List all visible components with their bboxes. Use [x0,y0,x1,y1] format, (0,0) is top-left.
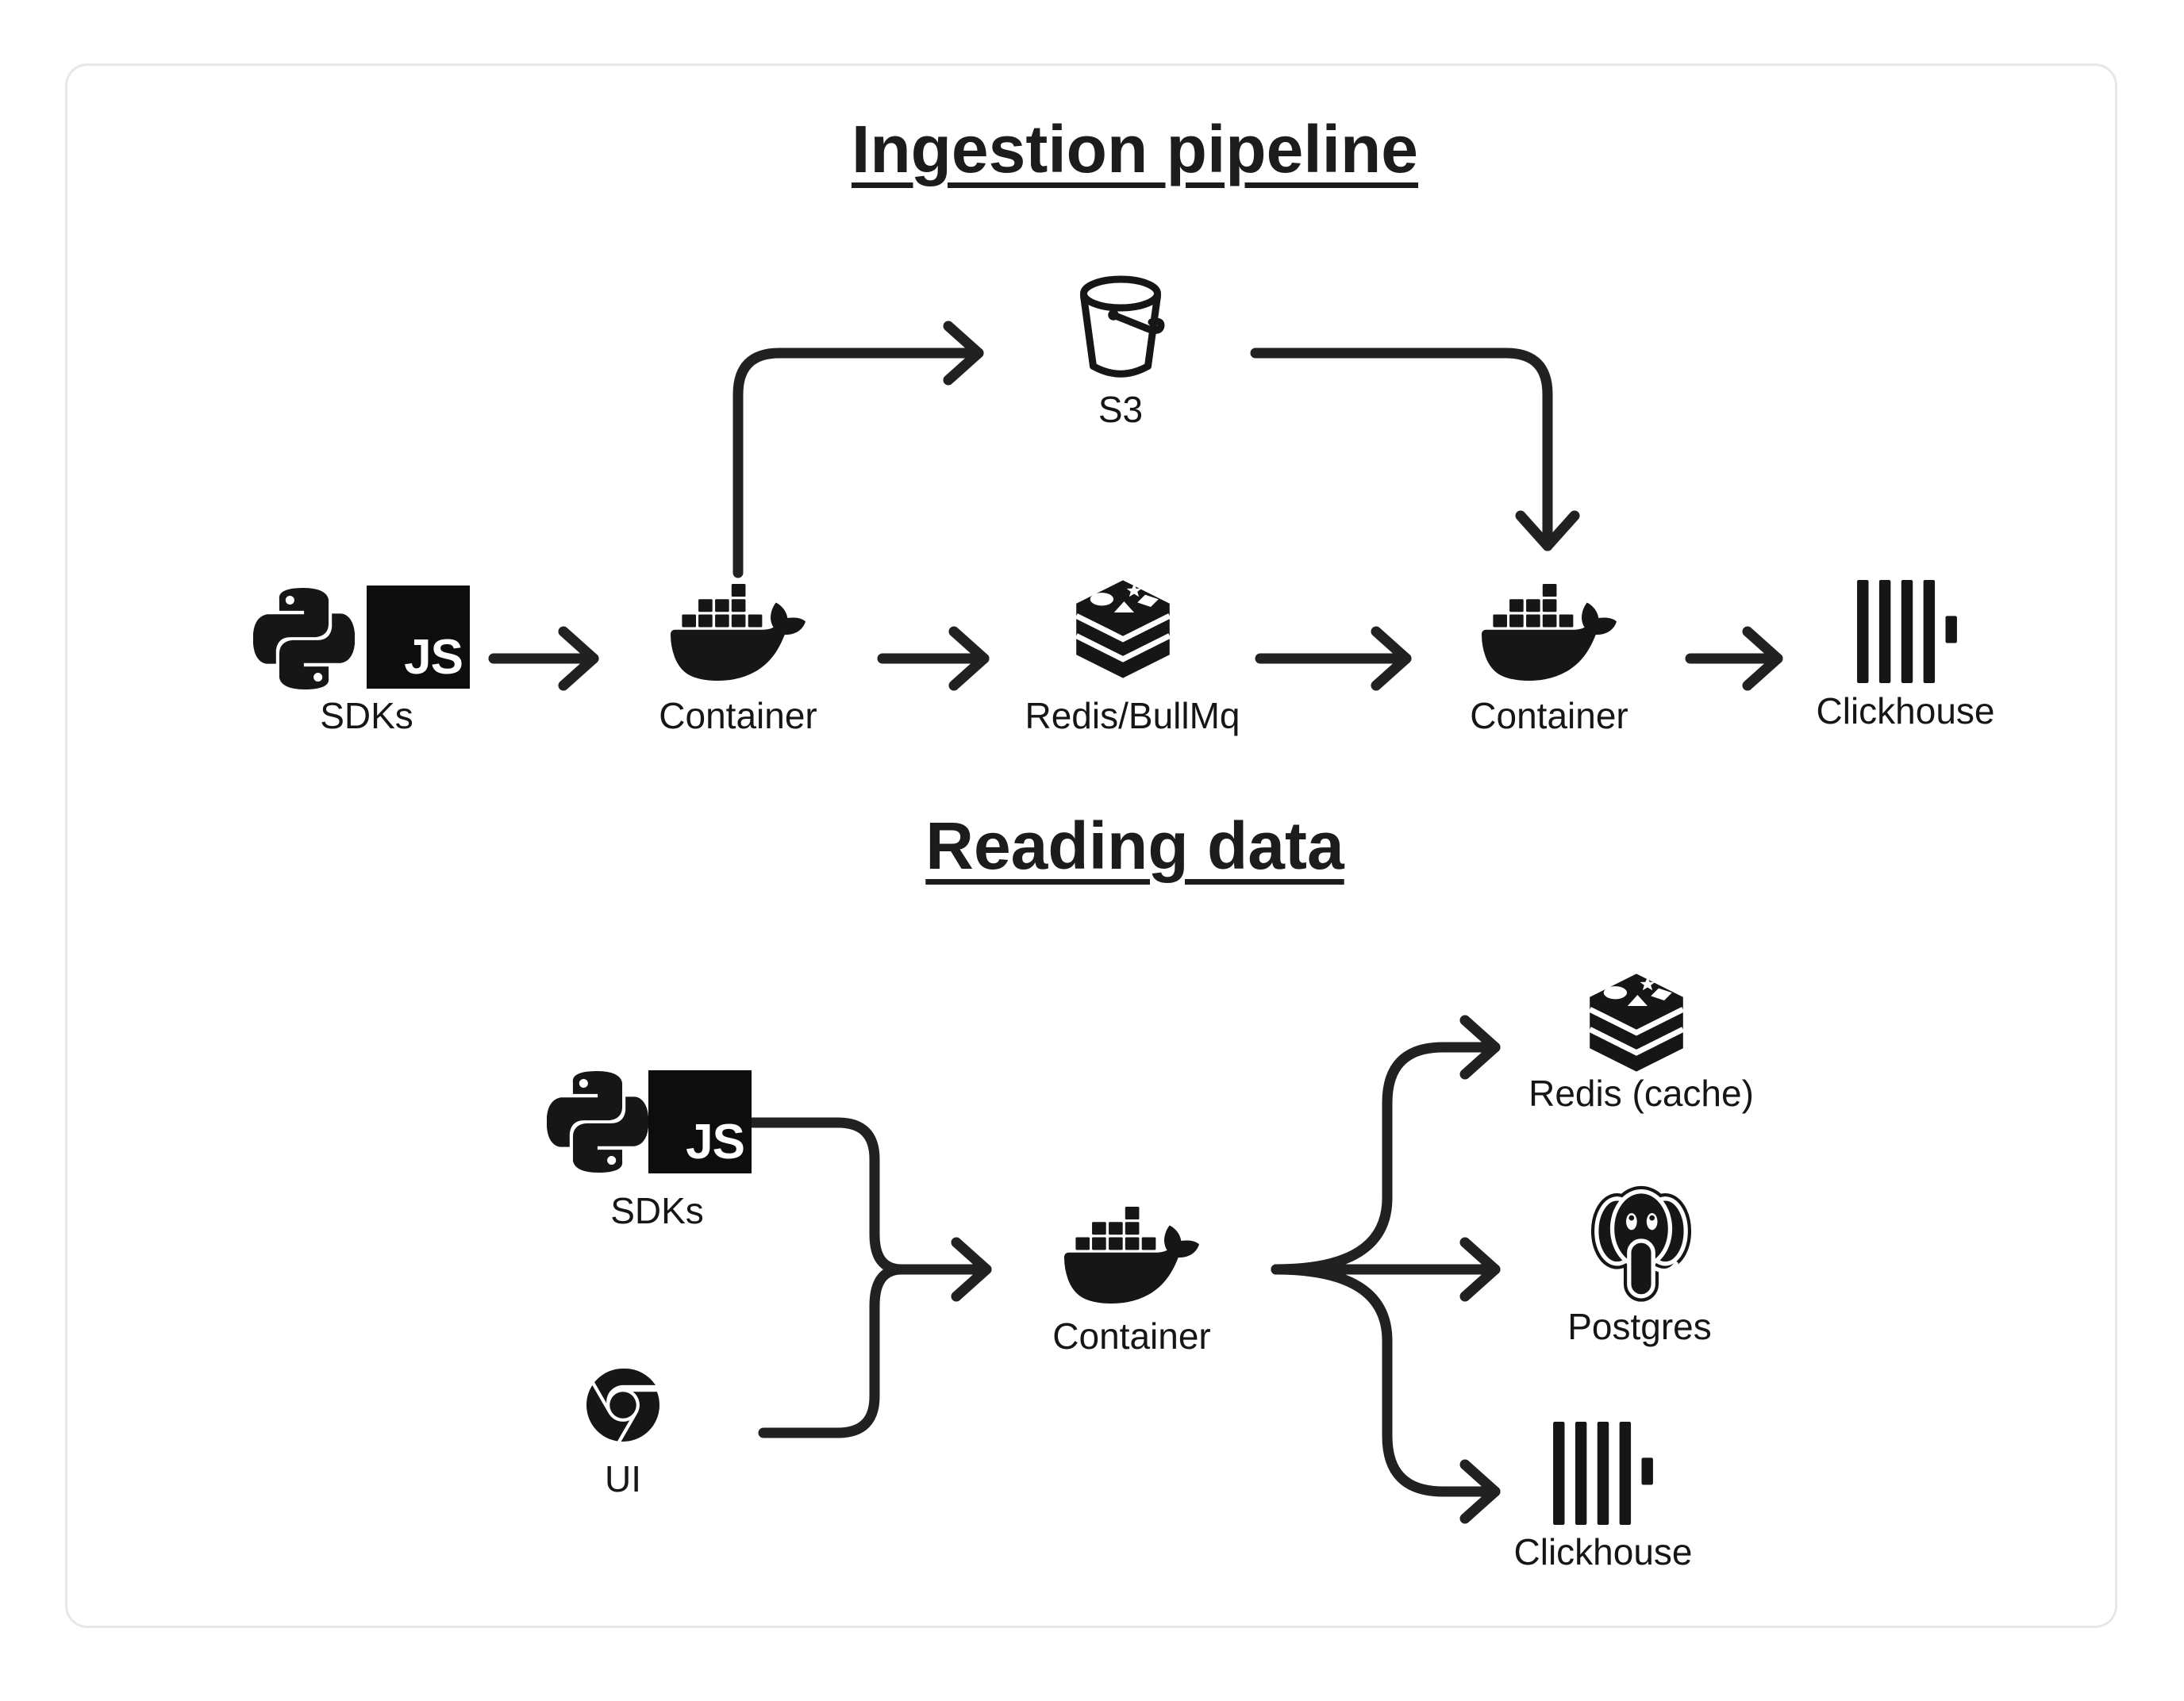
js-badge-text: JS [686,1115,745,1169]
worker-container-label: Container [1470,695,1628,736]
reading-container-label: Container [1052,1315,1211,1357]
reading-section-title: Reading data [925,808,1344,883]
arrow-worker-container-to-clickhouse [1685,626,1783,691]
diagram-card [65,63,2117,1628]
postgres-label: Postgres [1567,1306,1712,1347]
reading-clickhouse-label: Clickhouse [1513,1531,1693,1572]
chrome-icon [586,1369,659,1442]
postgres-icon [1581,1181,1701,1306]
arrow-sdks-to-ingest-container [488,626,599,691]
ingestion-clickhouse-label: Clickhouse [1816,690,1995,731]
arrow-split-to-clickhouse [1271,1264,1501,1524]
clickhouse-icon [1553,1422,1653,1525]
docker-icon [1064,1207,1199,1304]
redis-cache-label: Redis (cache) [1528,1073,1754,1114]
s3-bucket-icon [1061,270,1180,394]
ui-label: UI [605,1458,641,1499]
arrow-split-to-redis-cache [1271,1015,1501,1275]
arrow-merge-to-reading-container [896,1237,992,1302]
docker-icon [671,584,806,681]
redis-icon [1067,577,1179,682]
arrow-s3-to-worker-container [1250,347,1580,551]
redis-icon [1581,970,1692,1075]
javascript-icon: JS [648,1070,752,1173]
js-badge-text: JS [404,630,463,685]
clickhouse-icon [1857,580,1957,683]
s3-label: S3 [1098,389,1144,430]
python-icon [547,1071,648,1173]
ingestion-container-label: Container [659,695,817,736]
arrow-container-to-s3 [732,321,984,578]
docker-icon [1482,584,1617,681]
arrow-ingest-container-to-redis [877,626,990,691]
javascript-icon: JS [367,586,470,689]
reading-sdks-label: SDKs [610,1190,704,1231]
ingestion-section-title: Ingestion pipeline [851,112,1419,186]
merge-sdks-and-ui-lines [747,1117,907,1438]
python-icon [253,588,355,689]
ingestion-sdks-label: SDKs [320,695,413,736]
redis-bullmq-label: Redis/BullMq [1025,695,1240,736]
arrow-redis-to-worker-container [1255,626,1412,691]
